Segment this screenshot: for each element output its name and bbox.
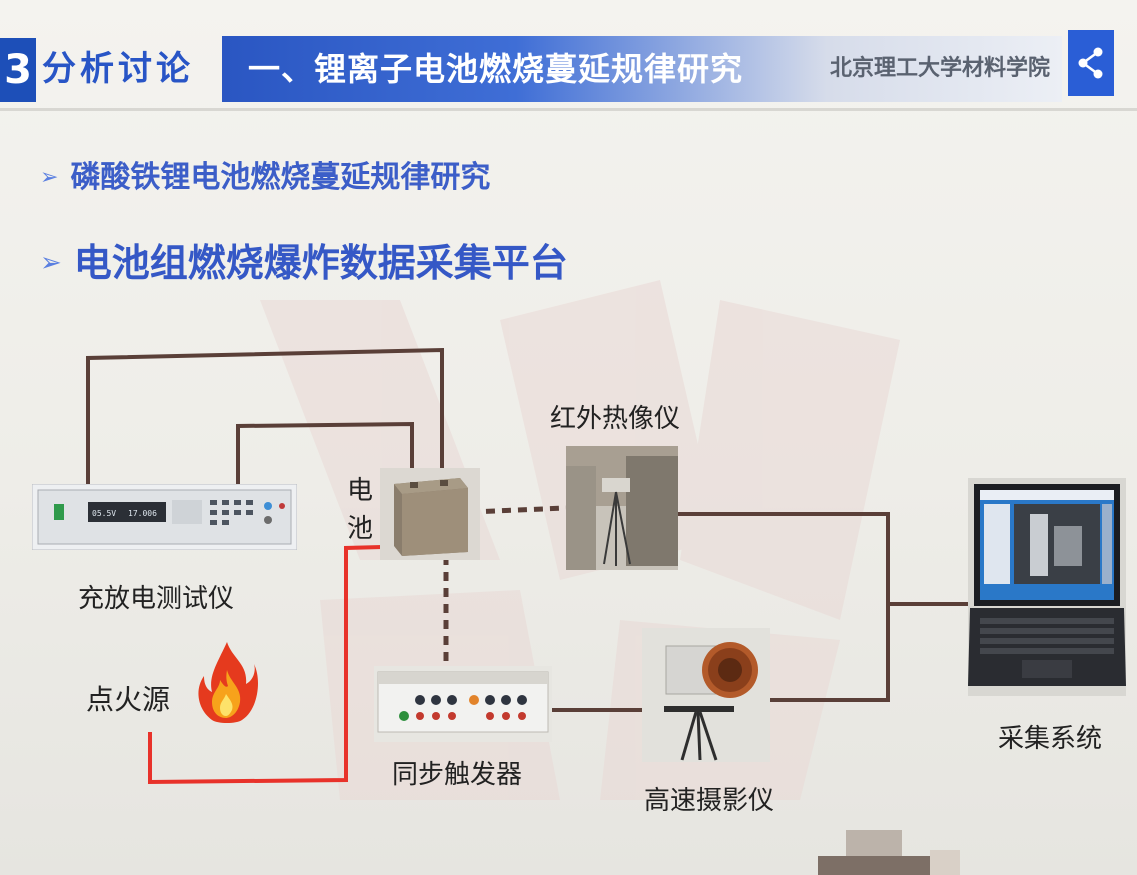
censor-block (818, 856, 932, 875)
acquisition-laptop-photo (968, 478, 1126, 696)
charger-display-left: 05.5V (92, 509, 116, 518)
acquisition-label: 采集系统 (998, 724, 1103, 754)
battery-label: 电池 (347, 476, 374, 544)
flame-icon (196, 640, 258, 726)
header-divider (0, 108, 1137, 111)
wire-charger-inner (236, 421, 414, 488)
high-speed-label: 高速摄影仪 (644, 786, 775, 816)
section-label: 分析讨论 (42, 49, 194, 89)
title-bar: 一、锂离子电池燃烧蔓延规律研究 北京理工大学材料学院 (222, 36, 1062, 102)
bullet-arrow-icon: ➢ (40, 248, 62, 278)
institution-name: 北京理工大学材料学院 (829, 56, 1050, 81)
section-number: 3 (0, 38, 36, 102)
ignition-label: 点火源 (86, 683, 171, 716)
bullet-text: 磷酸铁锂电池燃烧蔓延规律研究 (70, 160, 491, 195)
infrared-camera-photo (566, 446, 678, 570)
trigger-device-photo (374, 666, 552, 742)
bullet-item: ➢ 电池组燃烧爆炸数据采集平台 (40, 238, 568, 288)
charger-device: 05.5V 17.006 (31, 483, 298, 551)
charger-display-right: 17.006 (128, 509, 157, 518)
infrared-label: 红外热像仪 (550, 404, 681, 434)
censor-block (930, 850, 960, 875)
bullet-text: 电池组燃烧爆炸数据采集平台 (73, 241, 568, 285)
share-button[interactable] (1068, 30, 1114, 96)
wire-infrared-acq (678, 512, 968, 606)
wire-charger-outer (86, 347, 444, 488)
wire-ignition (148, 544, 421, 785)
share-icon (1078, 47, 1103, 79)
bullet-item: ➢ 磷酸铁锂电池燃烧蔓延规律研究 (40, 158, 490, 198)
battery-photo (380, 468, 480, 560)
bullet-arrow-icon: ➢ (40, 165, 59, 190)
dotted-battery-infrared (469, 505, 567, 515)
slide-title: 一、锂离子电池燃烧蔓延规律研究 (248, 50, 744, 88)
wire-camera-acq (770, 604, 890, 702)
high-speed-camera-photo (642, 628, 770, 762)
charger-label: 充放电测试仪 (78, 584, 235, 614)
trigger-label: 同步触发器 (392, 760, 523, 790)
